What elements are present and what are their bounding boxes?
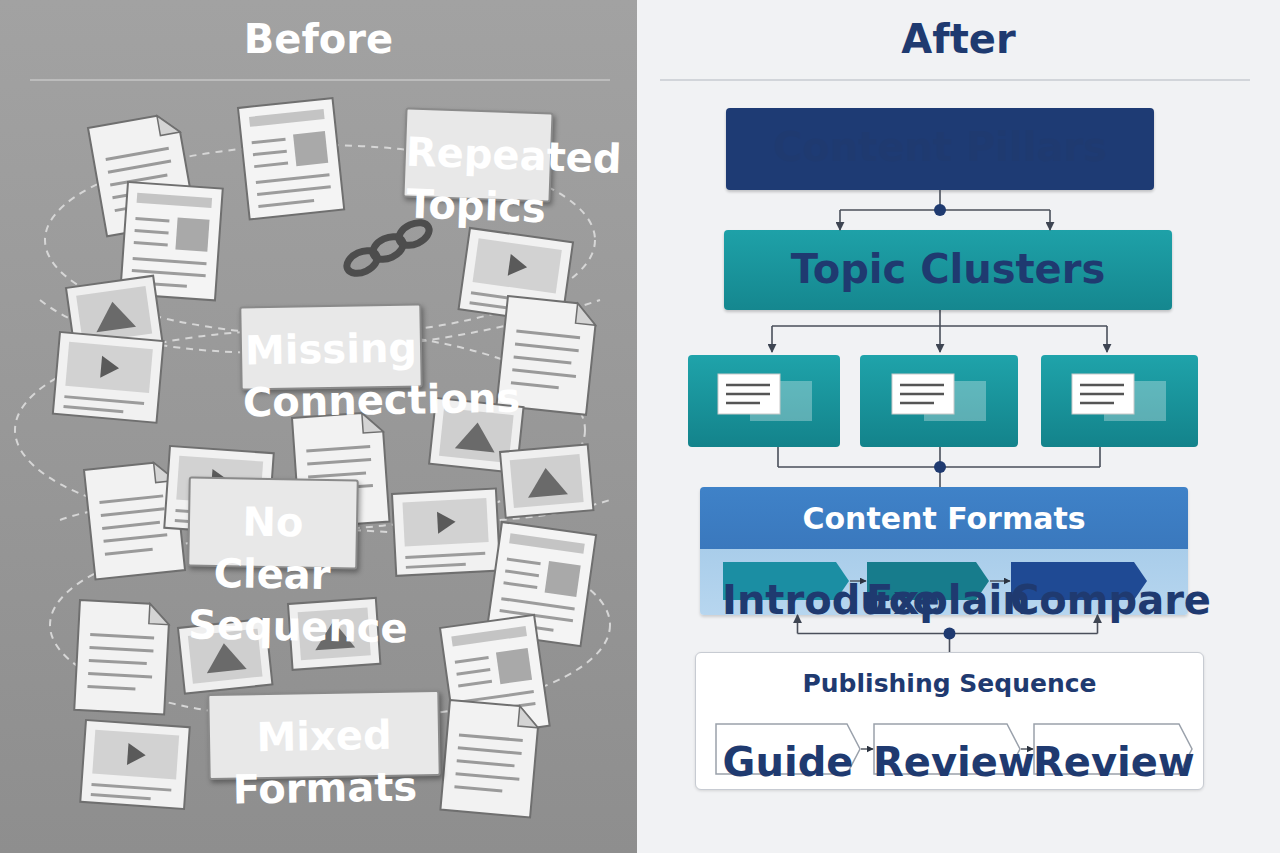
connector-line: [839, 210, 841, 230]
video-icon: [164, 446, 273, 535]
video-icon: [392, 489, 500, 576]
connector: [850, 581, 866, 582]
node-label: Introduce: [722, 577, 850, 623]
connector: [798, 615, 1098, 652]
heading-rule: [660, 79, 1250, 81]
connector-line: [840, 209, 1050, 211]
document-icon: [497, 296, 598, 415]
image-icon: [500, 444, 593, 517]
chevron-step: Explain: [866, 561, 990, 601]
node-label: Repeated Topics: [403, 126, 551, 235]
sequence-box: Publishing SequenceGuideReviewReview: [695, 652, 1204, 790]
junction-dot: [944, 628, 956, 640]
node-label: Explain: [866, 577, 990, 623]
node-label: After: [637, 16, 1280, 62]
node-label: Guide: [715, 739, 861, 785]
junction-dot: [934, 204, 946, 216]
callout-box: Missing Connections: [239, 303, 422, 390]
connector-line: [797, 615, 799, 634]
node-label: Compare: [1010, 577, 1148, 623]
node-label: No Clear Sequence: [188, 495, 357, 654]
node-label: Mixed Formats: [210, 708, 440, 816]
node-label: Content Formats: [700, 487, 1188, 549]
image-icon: [178, 619, 272, 694]
node-label: Missing Connections: [242, 321, 422, 428]
cluster-card: [688, 355, 840, 447]
node-label: Before: [0, 16, 637, 62]
document-icon: [74, 600, 170, 715]
connector: [861, 749, 873, 750]
connector-line: [1097, 615, 1099, 634]
cluster-card: [1041, 355, 1198, 447]
callout-box: Mixed Formats: [207, 690, 440, 780]
chevron-step: Review: [873, 723, 1021, 775]
chevron-step: Review: [1033, 723, 1193, 775]
node-label: Publishing Sequence: [696, 669, 1203, 698]
video-icon: [53, 332, 164, 423]
node-label: Review: [873, 739, 1021, 785]
image-icon: [288, 598, 380, 670]
format-band: Content FormatsIntroduce Explain Compare: [700, 487, 1188, 615]
chevron-step: Compare: [1010, 561, 1148, 601]
node-label: Review: [1033, 739, 1193, 785]
cluster-card: [860, 355, 1018, 447]
document-icon: [238, 98, 344, 219]
connector: [840, 190, 1050, 230]
connector: [990, 581, 1010, 582]
node-label: Content Pillars: [726, 124, 1154, 170]
connector-line: [850, 580, 866, 581]
chevron-step: Guide: [715, 723, 861, 775]
chevron-step: Introduce: [722, 561, 850, 601]
callout-box: Repeated Topics: [402, 107, 553, 202]
connector-line: [990, 580, 1010, 581]
heading-rule: [30, 79, 610, 81]
cluster-box: Topic Clusters: [724, 230, 1172, 310]
chain-link-icon: [343, 218, 432, 278]
junction-dot: [934, 461, 946, 473]
connector-line: [949, 634, 951, 653]
connector-line: [1049, 210, 1051, 230]
connector-line: [798, 633, 1098, 635]
connector-line: [861, 748, 873, 749]
document-icon: [440, 700, 539, 817]
connector: [1021, 749, 1033, 750]
node-label: Topic Clusters: [724, 246, 1172, 292]
connector-line: [1021, 748, 1033, 749]
video-icon: [80, 720, 189, 809]
pillar-box: Content Pillars: [726, 108, 1154, 190]
connector-line: [939, 190, 941, 210]
callout-box: No Clear Sequence: [187, 477, 359, 570]
document-icon: [292, 412, 389, 528]
